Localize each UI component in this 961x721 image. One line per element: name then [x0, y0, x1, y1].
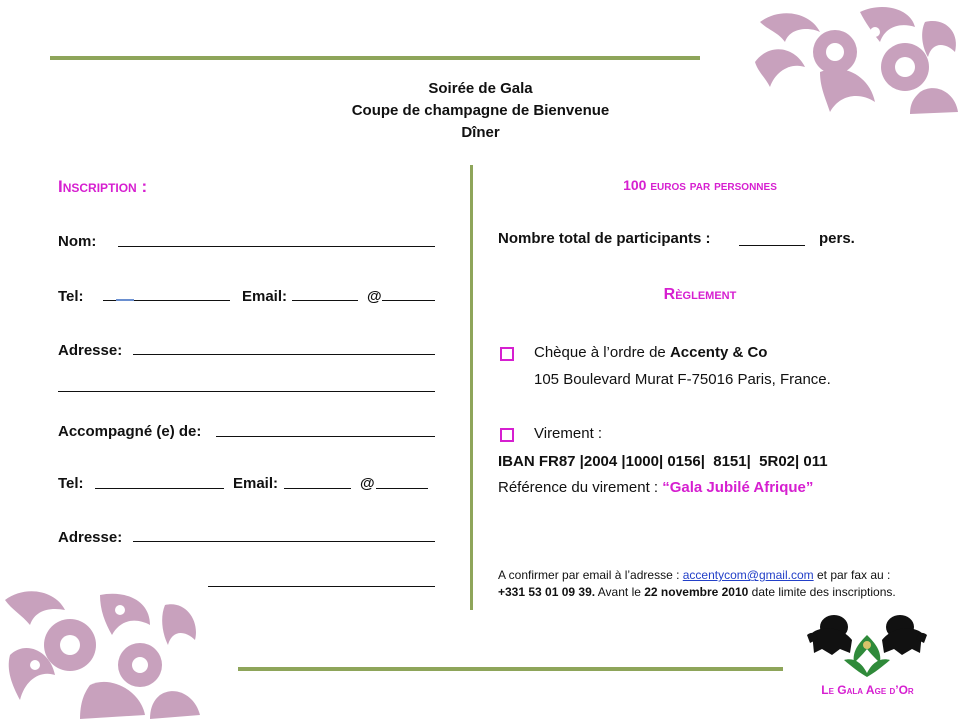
confirmation-text-1: A confirmer par email à l’adresse : — [498, 568, 683, 582]
email-domain-field[interactable] — [382, 300, 435, 301]
reference-label: Référence du virement : — [498, 479, 663, 496]
cheque-payee: Accenty & Co — [669, 344, 768, 361]
tel-field-marker — [116, 299, 134, 301]
transfer-label: Virement : — [534, 425, 603, 442]
participants-field[interactable] — [739, 245, 805, 246]
email2-domain-field[interactable] — [376, 488, 428, 489]
cheque-address: 105 Boulevard Murat F-75016 Paris, Franc… — [534, 371, 831, 388]
top-divider — [50, 56, 700, 60]
floral-ornament-icon — [5, 591, 200, 719]
confirmation-fax: +331 53 01 09 39. — [498, 585, 596, 599]
address2-field-line2[interactable] — [208, 586, 435, 587]
transfer-checkbox[interactable] — [500, 428, 514, 442]
confirmation-text-2: et par fax au : — [813, 568, 891, 582]
participants-unit: pers. — [819, 230, 855, 247]
email-label: Email: — [242, 288, 288, 305]
brand-name: Le Gala Age d’Or — [821, 683, 914, 697]
confirmation-text-4: date limite des inscriptions. — [748, 585, 896, 599]
event-dinner: Dîner — [461, 124, 500, 141]
confirmation-email-link[interactable]: accentycom@gmail.com — [682, 568, 814, 582]
address-label: Adresse: — [58, 342, 123, 359]
iban: IBAN FR87 |2004 |1000| 0156| 8151| 5R02|… — [498, 453, 828, 470]
email-user-field[interactable] — [292, 300, 358, 301]
column-divider — [470, 165, 473, 610]
reference-line: Référence du virement : “Gala Jubilé Afr… — [498, 479, 813, 496]
name-label: Nom: — [58, 233, 97, 250]
lion-crest-icon — [807, 615, 927, 677]
cheque-text: Chèque à l’ordre de — [534, 344, 670, 361]
bottom-divider — [238, 667, 783, 671]
cheque-line: Chèque à l’ordre de Accenty & Co — [534, 344, 767, 361]
registration-title: Inscription : — [58, 177, 148, 196]
cheque-checkbox[interactable] — [500, 347, 514, 361]
payment-title: Règlement — [663, 286, 737, 303]
tel2-field[interactable] — [95, 488, 224, 489]
floral-ornament-icon — [755, 7, 958, 114]
tel-field[interactable] — [103, 300, 230, 301]
reference-value: “Gala Jubilé Afrique” — [662, 479, 814, 496]
tel2-label: Tel: — [58, 475, 84, 492]
price-label: 100 euros par personnes — [623, 177, 777, 193]
event-welcome: Coupe de champagne de Bienvenue — [351, 102, 610, 119]
email2-user-field[interactable] — [284, 488, 351, 489]
companion-label: Accompagné (e) de: — [58, 423, 202, 440]
participants-label: Nombre total de participants : — [498, 230, 711, 247]
email2-label: Email: — [233, 475, 279, 492]
confirmation-note: A confirmer par email à l’adresse : acce… — [498, 567, 898, 601]
address-field-line1[interactable] — [133, 354, 435, 355]
confirmation-deadline: 22 novembre 2010 — [644, 585, 749, 599]
address2-label: Adresse: — [58, 529, 123, 546]
email2-at-sign: @ — [360, 475, 375, 492]
companion-field[interactable] — [216, 436, 435, 437]
confirmation-text-3: Avant le — [595, 585, 645, 599]
name-field[interactable] — [118, 246, 435, 247]
address-field-line2[interactable] — [58, 391, 435, 392]
email-at-sign: @ — [367, 288, 382, 305]
event-title: Soirée de Gala — [428, 80, 533, 97]
tel-label: Tel: — [58, 288, 84, 305]
address2-field-line1[interactable] — [133, 541, 435, 542]
